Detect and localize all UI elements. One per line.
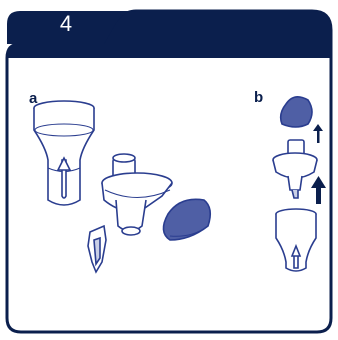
panel-b-label: b	[254, 89, 263, 106]
panel-a-label: a	[29, 90, 37, 107]
step-number: 4	[52, 11, 80, 37]
